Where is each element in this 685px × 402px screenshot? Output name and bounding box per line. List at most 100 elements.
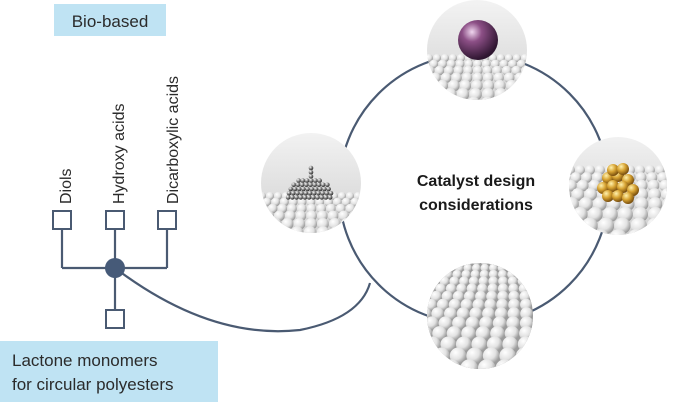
surface-ball — [433, 347, 450, 365]
catalyst-node — [105, 258, 125, 278]
metal-atom — [307, 190, 313, 196]
surface-ball — [513, 263, 521, 266]
surface-ball — [505, 263, 513, 266]
metal-atom — [298, 195, 304, 200]
surface-ball — [338, 192, 346, 200]
surface-ball — [248, 204, 258, 214]
surface-ball — [427, 79, 437, 92]
metal-atom — [326, 186, 331, 192]
metal-atom — [299, 190, 304, 196]
surface-ball — [427, 276, 430, 287]
surface-ball — [329, 226, 343, 233]
surface-ball — [355, 203, 361, 214]
surface-ball — [449, 263, 457, 266]
surface-ball — [569, 206, 573, 223]
surface-ball — [505, 79, 518, 92]
surface-ball — [437, 263, 447, 273]
surface-ball — [261, 197, 263, 207]
metal-atom — [295, 190, 300, 196]
output-box-monomer — [105, 309, 125, 329]
metal-atom — [308, 174, 314, 179]
surface-ball — [497, 283, 509, 294]
surface-ball — [549, 218, 565, 234]
surface-ball — [364, 218, 376, 230]
surface-ball — [427, 263, 430, 273]
surface-ball — [263, 210, 275, 222]
metal-atom — [315, 195, 320, 200]
metal-atom — [328, 190, 334, 196]
surface-ball — [533, 336, 548, 351]
metal-atom — [316, 182, 322, 188]
surface-ball — [645, 229, 663, 235]
surface-ball — [533, 316, 547, 330]
surface-ball — [508, 283, 519, 294]
surface-ball — [520, 298, 532, 311]
monomers-line2: for circular polyesters — [12, 375, 174, 394]
surface-ball — [328, 218, 341, 230]
metal-atom — [311, 195, 316, 200]
metal-atom — [317, 186, 323, 192]
input-label-diols: Diols — [58, 168, 75, 204]
surface-ball — [443, 88, 457, 100]
surface-ball — [519, 316, 533, 330]
metal-atom — [308, 169, 314, 175]
surface-ball — [264, 226, 278, 233]
surface-ball — [480, 263, 490, 273]
surface-ball — [417, 258, 425, 266]
surface-ball — [531, 263, 533, 273]
surface-ball — [456, 88, 470, 100]
surface-ball — [569, 172, 571, 183]
surface-ball — [434, 269, 444, 279]
metal-atom — [308, 178, 314, 183]
metal-atom — [320, 190, 325, 196]
surface-ball — [659, 179, 667, 192]
metal-atom — [317, 178, 322, 183]
center-title-line2: considerations — [419, 197, 533, 214]
surface-ball — [431, 307, 445, 320]
surface-ball — [648, 197, 663, 212]
surface-ball — [438, 96, 453, 100]
surface-ball — [473, 65, 483, 76]
input-box-dicarboxylic-acids — [157, 210, 177, 230]
surface-ball — [352, 218, 361, 230]
gold-cluster-image — [549, 137, 667, 235]
metal-atom — [312, 182, 318, 188]
metal-atom — [319, 195, 325, 200]
metal-atom — [327, 195, 333, 200]
surface-ball — [362, 192, 370, 200]
input-label-hydroxy-acids: Hydroxy acids — [111, 104, 128, 204]
surface-ball — [359, 210, 361, 222]
surface-ball — [281, 218, 294, 230]
surface-ball — [416, 270, 425, 279]
surface-ball — [513, 54, 521, 62]
metal-atom — [291, 182, 297, 188]
gold-atom — [622, 192, 634, 204]
surface-ball — [660, 188, 667, 201]
surface-ball — [290, 226, 304, 233]
surface-ball — [277, 226, 291, 233]
bio-based-text: Bio-based — [72, 12, 149, 31]
surface-ball — [431, 88, 444, 100]
surface-ball — [489, 263, 498, 273]
surface-ball — [663, 217, 667, 235]
surface-ball — [497, 263, 505, 266]
surface-ball — [442, 359, 461, 369]
surface-ball — [551, 197, 565, 211]
surface-ball — [521, 96, 527, 100]
surface-ball — [430, 290, 442, 302]
surface-ball — [529, 283, 533, 294]
input-label-dicarboxylic-acids: Dicarboxylic acids — [165, 76, 182, 204]
surface-ball — [555, 165, 565, 175]
surface-ball — [413, 299, 425, 311]
surface-ball — [508, 290, 520, 302]
surface-ball — [433, 263, 441, 266]
metal-atom — [308, 182, 313, 188]
surface-ball — [514, 72, 525, 84]
surface-ball — [553, 180, 565, 192]
metal-atom — [313, 178, 318, 183]
metal-atom — [300, 178, 306, 183]
surface-ball — [523, 263, 532, 273]
surface-ball — [527, 276, 533, 287]
surface-ball — [569, 179, 577, 192]
metal-atom — [285, 195, 291, 200]
